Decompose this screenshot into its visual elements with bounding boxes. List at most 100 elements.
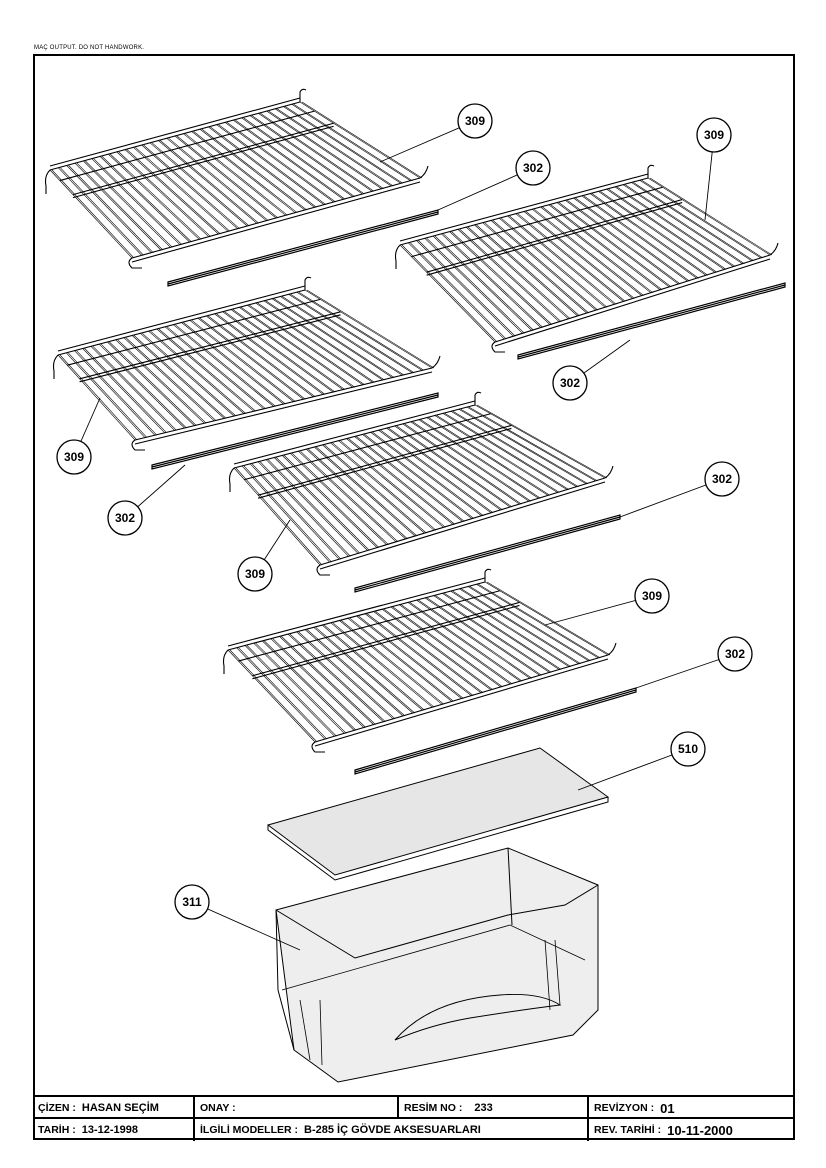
callout-bubble <box>174 884 210 920</box>
shelf-trim-strip <box>354 514 621 593</box>
shelf-front-rail <box>319 477 606 566</box>
callout-label-c6: 302 <box>115 511 135 525</box>
callout-leader <box>544 595 653 626</box>
approval-cell: ONAY : <box>195 1097 399 1119</box>
callout-label-c5: 309 <box>64 450 84 464</box>
shelf-trim-strip <box>517 282 786 360</box>
related-models-label: İLGİLİ MODELLER : <box>200 1124 298 1136</box>
callout-label-c2: 302 <box>523 161 543 175</box>
callout-bubble <box>457 103 493 139</box>
revision-label: REVİZYON : <box>594 1102 655 1114</box>
callout-bubble <box>704 461 740 497</box>
crisper-drawer-inner <box>281 924 586 1066</box>
shelf-wire <box>57 289 435 441</box>
shelf-back-rail <box>227 577 486 647</box>
revision-date-label: REV. TARİHİ : <box>594 1124 662 1136</box>
glass-plate-edge <box>267 797 609 881</box>
callout-bubble <box>717 636 753 672</box>
shelf-back-rail <box>227 581 486 651</box>
shelf-mid-rail <box>72 122 334 196</box>
related-models-cell: İLGİLİ MODELLER : B-285 İÇ GÖVDE AKSESUA… <box>195 1119 589 1141</box>
shelf-back-rail <box>399 173 649 242</box>
shelf-trim-strip <box>354 687 637 775</box>
callout-leader <box>619 478 723 518</box>
shelf-wire <box>49 101 423 259</box>
shelf-front-rail <box>494 258 771 347</box>
shelf-back-rail <box>49 97 301 167</box>
callout-bubble <box>670 731 706 767</box>
date-value: 13-12-1998 <box>81 1124 138 1136</box>
shelf-hook <box>228 391 614 576</box>
shelf-mid-rail <box>238 590 500 662</box>
shelf-front-rail <box>319 481 606 570</box>
shelf-back-rail <box>233 404 476 469</box>
shelf-mid-rail <box>411 186 663 258</box>
callout-label-c9: 309 <box>642 589 662 603</box>
shelf-wire <box>233 404 608 566</box>
date-cell: TARİH : 13-12-1998 <box>33 1119 195 1141</box>
callout-bubble <box>552 365 588 401</box>
callout-bubble <box>107 500 143 536</box>
crisper-drawer <box>275 847 599 1083</box>
drawing-number-label: RESİM NO : <box>404 1102 463 1114</box>
shelf-hook <box>44 88 429 269</box>
drawing-number-value: 233 <box>474 1102 493 1114</box>
shelf-front-rail <box>131 177 421 259</box>
shelf-hook <box>52 276 441 451</box>
drawn-by-label: ÇİZEN : <box>38 1102 76 1114</box>
crisper-drawer-handle <box>394 994 562 1041</box>
shelf-mid-rail <box>72 125 334 199</box>
shelf-front-rail <box>134 371 433 445</box>
approval-label: ONAY : <box>200 1102 236 1114</box>
related-models-value: B-285 İÇ GÖVDE AKSESUARLARI <box>304 1124 481 1136</box>
callout-label-c7: 302 <box>712 472 732 486</box>
drawing-frame <box>33 54 795 1140</box>
drawn-by-cell: ÇİZEN : HASAN SEÇİM <box>33 1097 195 1119</box>
shelf-back-rail <box>233 400 476 465</box>
shelf-front-rail <box>494 254 771 343</box>
shelf-back-rail <box>49 101 301 171</box>
shelf-mid-rail <box>79 311 341 380</box>
shelf-mid-rail <box>426 202 683 276</box>
revision-value: 01 <box>660 1100 675 1116</box>
shelf-hook <box>394 164 779 353</box>
shelf-mid-rail <box>252 601 520 677</box>
shelf-mid-rail <box>244 413 491 481</box>
drawing-number-cell: RESİM NO : 233 <box>399 1097 589 1119</box>
shelf-mid-rail <box>426 199 683 273</box>
shelf-front-rail <box>314 654 609 743</box>
callout-label-c12: 311 <box>182 895 202 909</box>
crisper-drawer-edges <box>275 847 599 1051</box>
shelf-trim-strip <box>151 392 439 470</box>
shelf-mid-rail <box>257 427 512 499</box>
drawing-note: MAÇ OUTPUT. DO NOT HANDWORK. <box>34 45 145 51</box>
callout-label-c3: 309 <box>704 128 724 142</box>
callout-label-c4: 302 <box>560 376 580 390</box>
callout-label-c8: 309 <box>245 567 265 581</box>
callout-bubble <box>56 439 92 475</box>
shelf-mid-rail <box>59 110 315 182</box>
revision-cell: REVİZYON : 01 <box>589 1097 795 1119</box>
callout-leader <box>191 901 301 951</box>
callout-label-c1: 309 <box>465 114 485 128</box>
glass-plate <box>266 747 610 876</box>
shelf-front-rail <box>134 367 433 441</box>
shelf-back-rail <box>399 177 649 246</box>
revision-date-cell: REV. TARİHİ : 10-11-2000 <box>589 1119 795 1141</box>
callout-label-c10: 302 <box>725 647 745 661</box>
callout-bubble <box>515 150 551 186</box>
callout-leader <box>577 748 689 791</box>
shelf-mid-rail <box>252 604 520 680</box>
title-block: ÇİZEN : HASAN SEÇİM ONAY : RESİM NO : 23… <box>33 1095 795 1141</box>
callout-bubble <box>237 556 273 592</box>
callout-bubble <box>634 578 670 614</box>
shelf-wire <box>399 177 773 343</box>
shelf-back-rail <box>57 285 306 352</box>
shelf-wire <box>227 581 611 743</box>
shelf-front-rail <box>131 181 421 263</box>
shelf-front-rail <box>314 658 609 747</box>
shelf-trim-strip <box>167 209 439 287</box>
date-label: TARİH : <box>38 1124 76 1136</box>
shelf-mid-rail <box>79 314 341 383</box>
